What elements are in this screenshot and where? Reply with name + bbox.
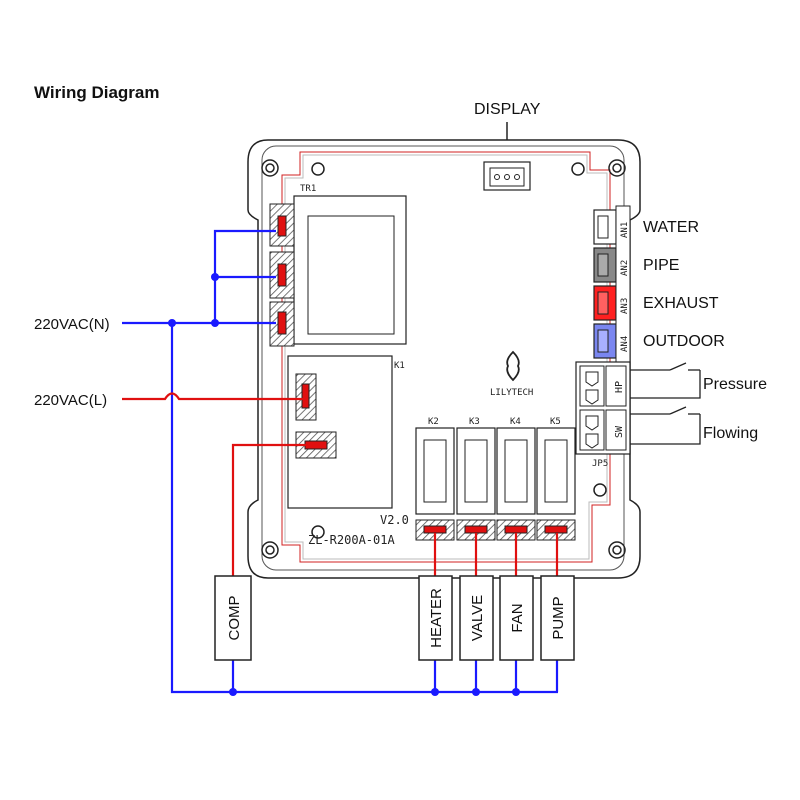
switch-connector — [575, 361, 631, 455]
switch-port-hp — [605, 365, 627, 407]
sensor-port-label-an2: AN2 — [620, 260, 630, 276]
load-fan: FAN — [499, 575, 534, 661]
brand-label: LILYTECH — [490, 388, 533, 398]
sensor-label-exhaust: EXHAUST — [643, 295, 719, 312]
load-label-fan: FAN — [509, 603, 526, 632]
sensor-label-water: WATER — [643, 219, 699, 236]
relay-bank: K2 K3 K4 K5 — [415, 417, 576, 541]
sensor-port-label-an1: AN1 — [620, 222, 630, 238]
neutral-junctions — [168, 273, 520, 696]
neutral-wiring — [122, 229, 559, 694]
board-trace — [281, 151, 611, 563]
load-label-pump: PUMP — [550, 596, 567, 639]
live-label: 220VAC(L) — [34, 392, 107, 409]
flowing-switch — [630, 406, 701, 445]
control-board: TR1 K1 LILYTECH K2 K3 K4 K5 — [247, 139, 641, 579]
board-version: V2.0 — [380, 513, 409, 527]
main-relay-label: K1 — [394, 361, 405, 371]
switch-label-flowing: Flowing — [703, 425, 758, 442]
neutral-label: 220VAC(N) — [34, 316, 110, 333]
sensor-port-label-an4: AN4 — [620, 336, 630, 352]
sensor-port-label-an3: AN3 — [620, 298, 630, 314]
switch-port-label-hp: HP — [614, 381, 625, 393]
load-pump: PUMP — [540, 575, 575, 661]
pressure-switch — [630, 362, 701, 399]
lilytech-logo: LILYTECH — [490, 350, 533, 398]
power-terminals — [269, 203, 295, 347]
sensor-label-pipe: PIPE — [643, 257, 679, 274]
display-label: DISPLAY — [474, 101, 541, 118]
switch-port-sw — [605, 409, 627, 451]
board-model: ZL-R200A-01A — [308, 533, 395, 547]
load-comp: COMP — [214, 575, 252, 661]
mounting-holes — [261, 159, 626, 559]
sensor-connectors — [593, 205, 631, 363]
sensor-label-outdoor: OUTDOOR — [643, 333, 725, 350]
relay-label-k3: K3 — [469, 417, 480, 427]
load-label-comp: COMP — [226, 596, 243, 641]
diagram-title: Wiring Diagram — [34, 83, 159, 102]
load-valve: VALVE — [459, 575, 494, 661]
relay-label-k2: K2 — [428, 417, 439, 427]
relay-label-k4: K4 — [510, 417, 521, 427]
switch-label-pressure: Pressure — [703, 376, 767, 393]
transformer-label: TR1 — [300, 184, 316, 194]
live-wiring — [122, 392, 559, 576]
switch-port-label-sw: SW — [614, 425, 625, 438]
relay-label-k5: K5 — [550, 417, 561, 427]
switch-connector-label: JP5 — [592, 459, 608, 469]
load-label-valve: VALVE — [469, 595, 486, 641]
load-label-heater: HEATER — [428, 588, 445, 648]
load-heater: HEATER — [418, 575, 453, 661]
